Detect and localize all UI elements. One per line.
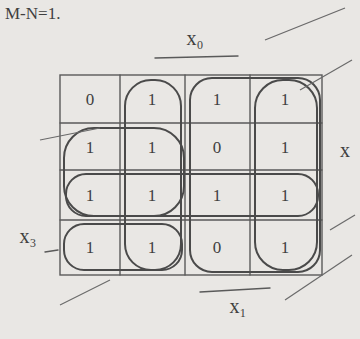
cell-value: 1 xyxy=(279,139,292,156)
stray-stroke xyxy=(60,280,110,305)
cell-value: 1 xyxy=(84,187,97,204)
cell-value: 1 xyxy=(211,187,224,204)
stray-stroke xyxy=(265,8,345,40)
stray-strokes xyxy=(40,8,355,305)
group-loop xyxy=(64,128,184,216)
cell-value: 1 xyxy=(146,239,159,256)
map-border xyxy=(60,75,322,275)
cell-value: 1 xyxy=(279,91,292,108)
variable-name: x₁ xyxy=(228,296,249,316)
cell-value: 1 xyxy=(146,91,159,108)
group-loop xyxy=(64,224,182,270)
cell-value: 1 xyxy=(146,139,159,156)
variable-name: x xyxy=(338,140,352,160)
cell-value: 1 xyxy=(146,187,159,204)
cell-value: 0 xyxy=(211,239,224,256)
variable-bar xyxy=(155,56,238,58)
cell-value: 0 xyxy=(211,139,224,156)
cell-value: 1 xyxy=(279,239,292,256)
stray-stroke xyxy=(300,60,352,90)
cell-value: 1 xyxy=(211,91,224,108)
cell-value: 1 xyxy=(279,187,292,204)
variable-bar xyxy=(200,288,270,292)
note-text: M-N=1. xyxy=(3,5,62,22)
grouping-loops xyxy=(64,78,320,272)
cell-value: 0 xyxy=(84,91,97,108)
variable-name: x₀ xyxy=(185,28,206,48)
group-loop xyxy=(66,174,318,216)
cell-value: 1 xyxy=(84,139,97,156)
stray-stroke xyxy=(285,255,352,300)
stray-stroke xyxy=(330,215,355,230)
variable-bar xyxy=(45,250,58,252)
cell-value: 1 xyxy=(84,239,97,256)
variable-name: x₃ xyxy=(18,226,39,246)
